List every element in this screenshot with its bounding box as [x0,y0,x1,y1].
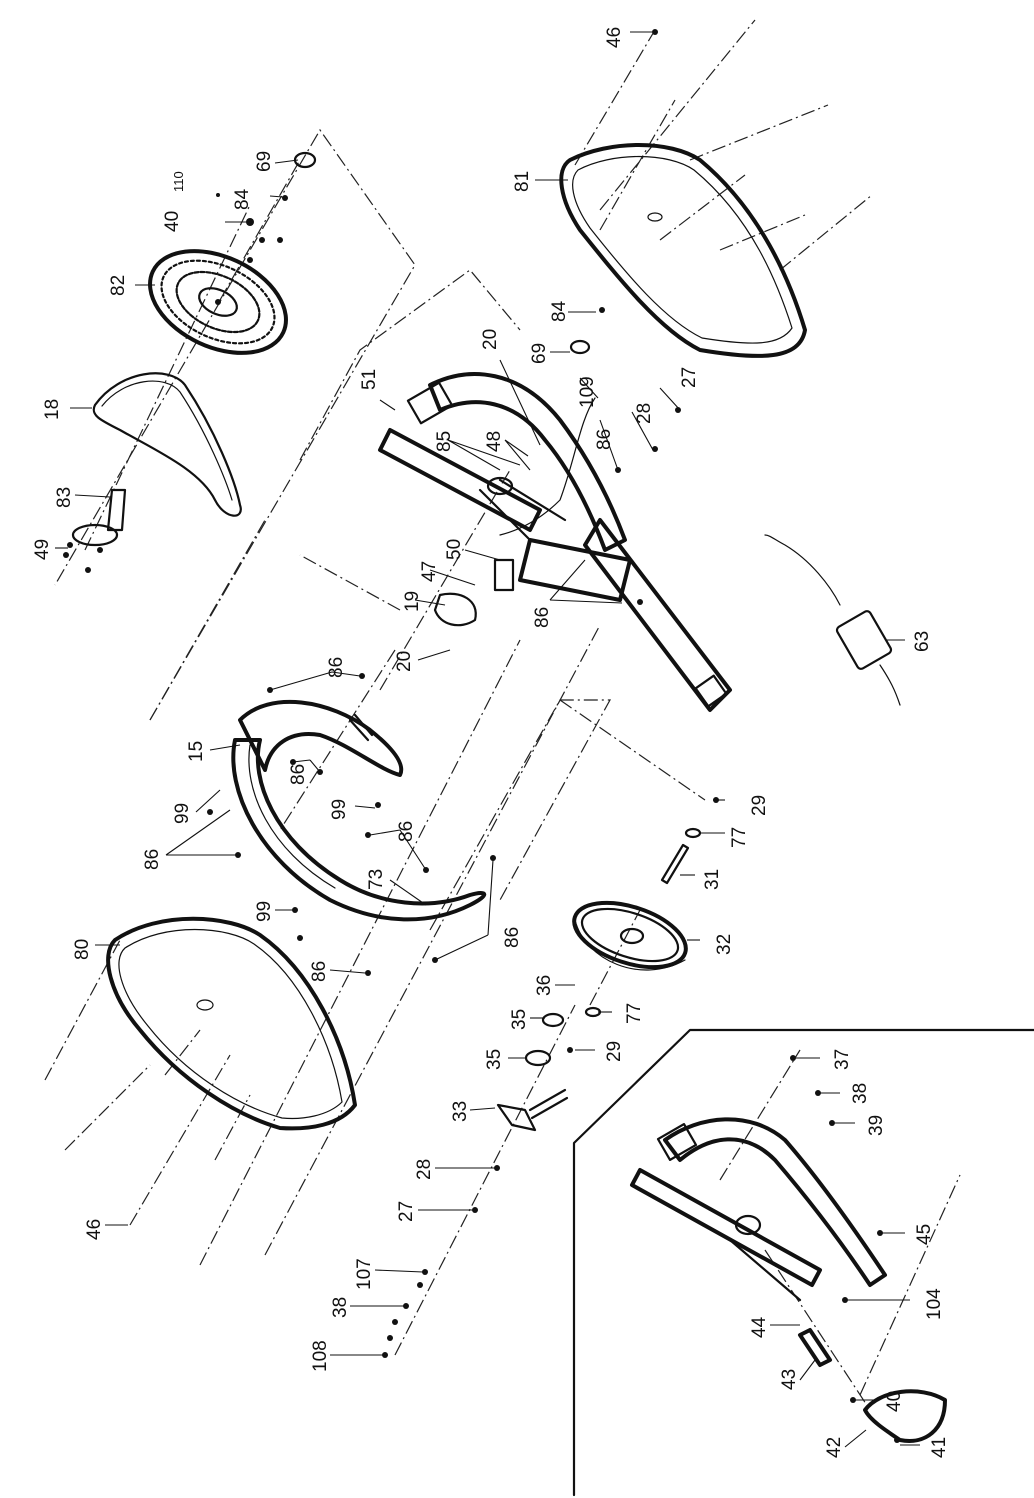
callout-99-lower: 99 [254,901,275,922]
axle-31 [660,843,690,885]
callout-41: 41 [929,1437,950,1458]
callout-80: 80 [72,939,93,960]
callout-labels: 46 69 110 84 40 82 81 18 51 20 69 84 109… [32,27,950,1458]
callout-108: 108 [310,1340,331,1372]
shroud-15 [238,699,404,777]
cable-109 [499,397,596,536]
callout-37: 37 [832,1049,853,1070]
callout-86-frame-bottom: 86 [532,607,553,628]
callout-50: 50 [444,539,465,560]
callout-45: 45 [914,1224,935,1245]
fasteners-86 [207,467,643,976]
callout-28-bottom: 28 [414,1159,435,1180]
callout-83: 83 [54,487,75,508]
callout-99-mid: 99 [329,799,350,820]
callout-28-top: 28 [634,403,655,424]
callout-36: 36 [534,975,555,996]
side-cover-80 [106,916,357,1131]
inset-assembly [630,1055,947,1443]
wheel-32 [572,900,688,971]
callout-31: 31 [702,869,723,890]
callout-69-mid: 69 [529,343,550,364]
callout-43: 43 [779,1369,800,1390]
callout-27-bottom: 27 [396,1201,417,1222]
callout-104: 104 [924,1288,945,1320]
callout-48: 48 [484,431,505,452]
shroud-73 [231,738,487,922]
callout-20-top: 20 [480,329,501,350]
callout-38-bottom: 38 [330,1297,351,1318]
callout-63: 63 [912,631,933,652]
callout-86-right: 86 [396,821,417,842]
callout-109: 109 [577,376,598,408]
callout-27-top: 27 [679,367,700,388]
drive-belt-18 [92,372,242,517]
callout-99-left: 99 [172,803,193,824]
power-adapter-63 [764,534,901,706]
callout-86-shroud-mid: 86 [288,764,309,785]
bushings [524,797,719,1067]
callout-77-bottom: 77 [624,1003,645,1024]
fasteners-top [216,29,681,452]
axle-83 [63,488,127,573]
callout-44: 44 [749,1316,770,1338]
callout-81: 81 [512,171,533,192]
side-cover-81 [559,143,807,358]
crank-33 [496,1088,569,1132]
callout-35-top: 35 [509,1009,530,1030]
callout-69-top: 69 [254,151,275,172]
flywheel-82 [148,249,288,355]
callout-107: 107 [354,1258,375,1290]
callout-82: 82 [108,275,129,296]
callout-73: 73 [366,869,387,890]
callout-29-right: 29 [749,795,770,816]
callout-77-right: 77 [729,827,750,848]
callout-39: 39 [866,1115,887,1136]
callout-86-bottom: 86 [502,927,523,948]
callout-84-top: 84 [232,188,253,210]
callout-86-shroud-top: 86 [326,657,347,678]
callout-38-inset: 38 [850,1083,871,1104]
callout-49: 49 [32,539,53,560]
callout-84-mid: 84 [549,300,570,322]
callout-29-bottom: 29 [604,1041,625,1062]
callout-32: 32 [714,934,735,955]
main-frame [378,372,732,712]
callout-19: 19 [402,591,423,612]
callout-35-bottom: 35 [484,1049,505,1070]
callout-46-top: 46 [604,27,625,48]
callout-86-left: 86 [142,849,163,870]
leader-lines [55,31,920,1448]
callout-51: 51 [359,369,380,390]
callout-85: 85 [434,431,455,452]
callout-46-bottom: 46 [84,1219,105,1240]
callout-40-inset: 40 [884,1391,905,1412]
callout-86-lower: 86 [309,961,330,982]
callout-110: 110 [171,171,186,192]
callout-33: 33 [450,1101,471,1122]
callout-47: 47 [419,561,440,582]
callout-40-top: 40 [162,211,183,232]
callout-15: 15 [186,741,207,762]
callout-42: 42 [824,1437,845,1458]
callout-86-frame-top: 86 [594,429,615,450]
callout-20-bottom: 20 [394,651,415,672]
callout-18: 18 [42,399,63,420]
inset-panel-frame [572,1028,1034,1497]
crank-hardware [382,1165,500,1358]
